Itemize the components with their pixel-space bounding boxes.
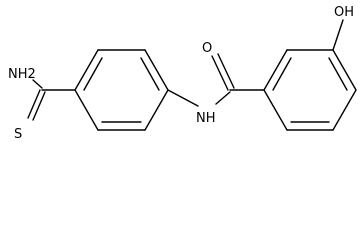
atom-label-nh2: NH2	[8, 67, 36, 82]
ring1-bond-1	[74, 49, 99, 91]
bond-ring1-nh	[167, 89, 199, 107]
bond-c-s-2	[32, 91, 46, 121]
ring2-double-1	[272, 57, 292, 91]
ring1-bond-4	[144, 89, 169, 131]
atom-label-s: S	[14, 127, 22, 142]
bond-co-2	[217, 53, 235, 89]
bond-c-nh2	[32, 79, 43, 89]
ring2-bond-6	[263, 89, 288, 131]
ring2-bond-4	[332, 89, 357, 131]
ring2-bond-3	[332, 49, 357, 91]
bond-co-1	[211, 55, 229, 91]
chemical-structure: NH2 S NH O OH	[8, 5, 357, 142]
bond-c-s-1	[27, 89, 41, 119]
bond-ring2-oh	[332, 19, 344, 51]
atom-label-oh: OH	[334, 5, 354, 20]
ring2-double-2	[328, 57, 348, 91]
atom-label-o: O	[202, 41, 212, 56]
atom-label-nh: NH	[196, 111, 216, 126]
ring1-bond-3	[144, 49, 169, 91]
ring2-bond-1	[263, 49, 288, 91]
ring1-double-1	[83, 57, 103, 91]
ring1-bond-6	[74, 89, 99, 131]
bond-nh-carbonyl	[215, 91, 231, 105]
structure-canvas: NH2 S NH O OH	[8, 5, 357, 142]
ring1-double-2	[140, 57, 160, 91]
